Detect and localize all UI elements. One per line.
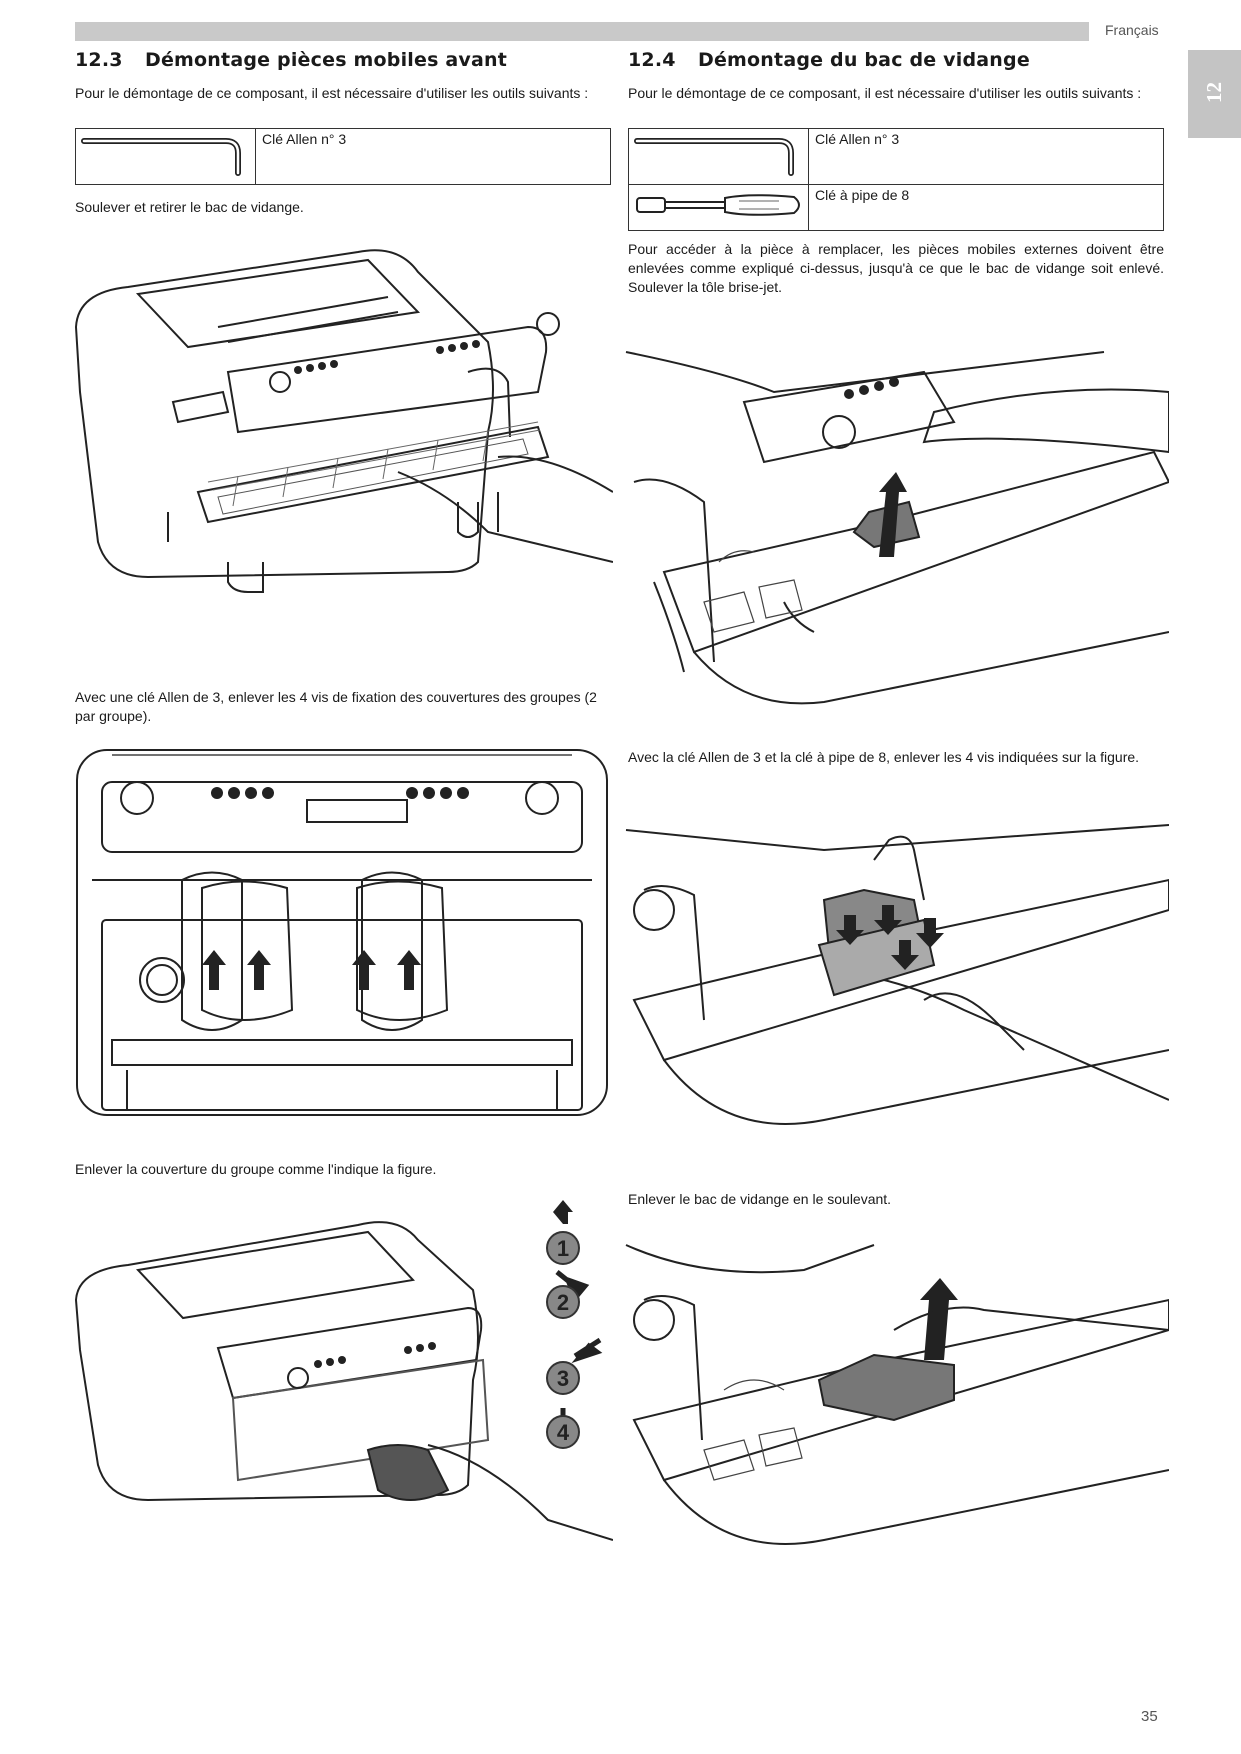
step-text: Avec une clé Allen de 3, enlever les 4 v… (75, 689, 597, 724)
tool-row: Clé Allen n° 3 (628, 128, 1164, 185)
machine-drip-tray-figure (74, 249, 613, 593)
step-text: Pour accéder à la pièce à remplacer, les… (628, 241, 1164, 295)
tools-table: Clé Allen n° 3 Clé à pipe de 8 (628, 128, 1164, 231)
intro-text: Pour le démontage de ce composant, il es… (75, 85, 589, 101)
arrow-up-icon (879, 472, 907, 557)
tool-image-cell (628, 128, 809, 185)
step-text: Soulever et retirer le bac de vidange. (75, 199, 304, 215)
chapter-tab-label: 12 (1202, 82, 1226, 103)
arrow-down-icon (874, 905, 902, 935)
intro-text: Pour le démontage de ce composant, il es… (628, 85, 1142, 101)
step-badge-label: 4 (557, 1420, 570, 1445)
socket-wrench-icon (636, 194, 800, 216)
step-badge (546, 1361, 580, 1395)
header-bar (75, 22, 1089, 41)
group-cover-removal-figure (74, 1221, 613, 1541)
arrow-left-icon (571, 1337, 603, 1364)
section-title-12-3: 12.3 Démontage pièces mobiles avant (75, 49, 507, 71)
step-badge (546, 1285, 580, 1319)
arrow-down-icon (916, 918, 944, 948)
step-sequence-arrows: 1 2 3 4 (546, 1200, 603, 1449)
arrow-down-icon (891, 940, 919, 970)
allen-key-icon (81, 138, 241, 176)
step-badge (546, 1415, 580, 1449)
tool-row: Clé à pipe de 8 (628, 184, 1164, 231)
step-badge (546, 1231, 580, 1265)
tool-label: Clé à pipe de 8 (808, 184, 1164, 231)
step-badge-label: 3 (557, 1366, 569, 1391)
step-badge-label: 1 (557, 1236, 569, 1261)
tools-table: Clé Allen n° 3 (75, 128, 611, 185)
tool-label: Clé Allen n° 3 (808, 128, 1164, 185)
arrow-down-icon (836, 915, 864, 945)
section-title-text: Démontage du bac de vidange (698, 49, 1030, 71)
arrow-up-icon (553, 1200, 573, 1224)
tool-row: Clé Allen n° 3 (75, 128, 611, 185)
screws-removal-figure (625, 824, 1169, 1125)
page-number: 35 (1141, 1708, 1158, 1725)
arrow-up-icon (920, 1278, 958, 1360)
section-title-text: Démontage pièces mobiles avant (145, 49, 508, 71)
section-title-12-4: 12.4 Démontage du bac de vidange (628, 49, 1030, 71)
tool-label: Clé Allen n° 3 (255, 128, 611, 185)
step-text: Enlever le bac de vidange en le soulevan… (628, 1191, 892, 1207)
group-covers-front-figure (76, 749, 608, 1116)
section-number: 12.3 (75, 49, 123, 71)
language-label: Français (1105, 22, 1159, 38)
splash-guard-figure (625, 351, 1169, 705)
tool-image-cell (628, 184, 809, 231)
allen-key-icon (634, 138, 794, 176)
section-number: 12.4 (628, 49, 676, 71)
step-text: Avec la clé Allen de 3 et la clé à pipe … (628, 749, 1140, 765)
chapter-tab: 12 (1188, 50, 1241, 138)
step-text: Enlever la couverture du groupe comme l'… (75, 1161, 437, 1177)
drip-basin-lift-figure (625, 1244, 1169, 1545)
step-badge-label: 2 (557, 1290, 569, 1315)
tool-image-cell (75, 128, 256, 185)
